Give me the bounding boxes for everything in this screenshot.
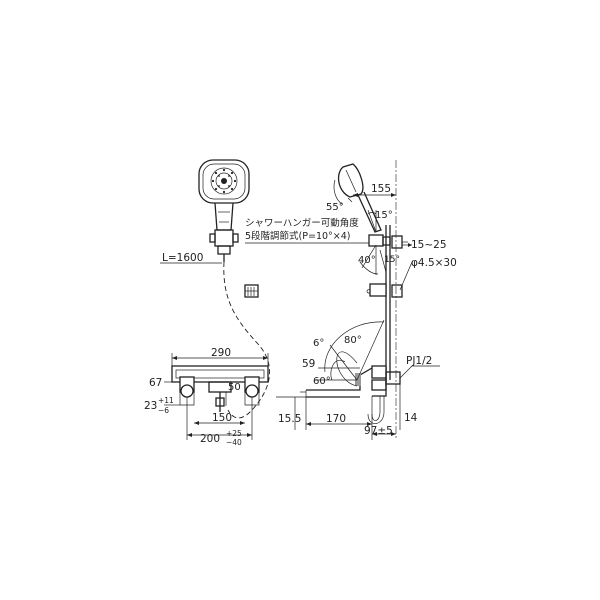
dim-50: 50 [228,382,241,393]
dim-200-tol-dn: −40 [226,438,242,447]
faucet-front-view: 290 67 23 +11 −6 50 150 [144,347,269,447]
angle-6: 6° [313,338,324,349]
dim-150: 150 [212,412,232,424]
dim-97: 97±5 [364,425,393,437]
angle-60: 60° [313,376,331,387]
angle-40: 40° [358,255,376,266]
dim-170: 170 [326,413,346,425]
angle-15-lower: 15° [384,255,400,265]
dim-290: 290 [211,347,231,359]
dim-200-tol-up: +25 [226,429,242,438]
dim-23-tol-dn: −6 [158,406,169,415]
shower-symbol-icon [244,284,259,298]
dim-14: 14 [404,412,418,424]
hose-length-callout: L=1600 [160,252,222,264]
shower-hose [223,261,271,419]
dim-15-5: 15.5 [278,413,301,425]
hanger-angle-label-1: シャワーハンガー可動角度 [245,217,359,229]
faucet-side-view: 155 55° 15° シャワーハンガー可動角度 5段階調節式(P=10°×4)… [245,160,457,440]
hanger-angle-label-2: 5段階調節式(P=10°×4) [245,230,351,242]
dim-59: 59 [302,358,315,370]
dim-23-tol-up: +11 [158,396,174,405]
dim-phi-4-5x30: φ4.5×30 [411,257,457,269]
dim-15-25: 15~25 [411,239,447,251]
angle-15-upper: 15° [375,210,393,221]
pipe-thread-label: PJ1/2 [406,355,432,367]
angle-55: 55° [326,202,344,213]
hose-length-label: L=1600 [162,252,203,264]
angle-80: 80° [344,335,362,346]
dim-23: 23 [144,400,157,412]
dim-155: 155 [371,183,391,195]
dim-200: 200 [200,433,220,445]
shower-head-front-view [198,159,250,262]
dim-67: 67 [149,377,162,389]
